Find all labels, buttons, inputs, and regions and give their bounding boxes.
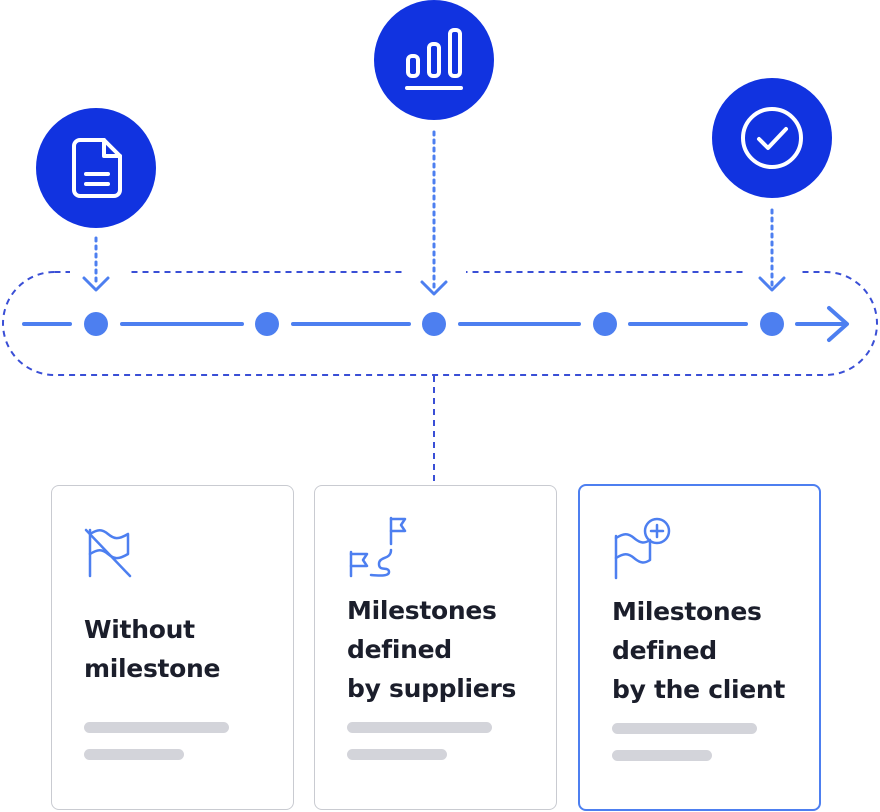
option-card-defined-by-client[interactable]: Milestones defined by the client — [578, 484, 821, 811]
card-title: Milestones defined by suppliers — [347, 596, 517, 703]
timeline-dot — [422, 312, 446, 336]
text-placeholder-bar — [347, 749, 447, 760]
card-title: Milestones defined by the client — [612, 597, 786, 704]
text-placeholder-bar — [84, 722, 229, 733]
option-card-without-milestone[interactable]: Without milestone — [51, 485, 294, 810]
timeline-dot — [593, 312, 617, 336]
text-placeholder-bar — [612, 750, 712, 761]
checkmark-icon — [712, 78, 832, 198]
timeline-dot — [760, 312, 784, 336]
timeline-dot — [255, 312, 279, 336]
timeline-dot — [84, 312, 108, 336]
text-placeholder-bar — [84, 749, 184, 760]
bar-chart-icon — [374, 0, 494, 120]
flag-add-icon — [614, 517, 671, 580]
option-card-defined-by-suppliers[interactable]: Milestones defined by suppliers — [314, 485, 557, 810]
text-placeholder-bar — [612, 723, 757, 734]
flag-off-icon — [84, 528, 132, 578]
flag-route-icon — [349, 516, 407, 578]
milestone-connectors — [82, 130, 786, 296]
card-title: Without milestone — [84, 615, 221, 683]
text-placeholder-bar — [347, 722, 492, 733]
arrow-right-icon — [827, 306, 849, 342]
document-icon — [36, 108, 156, 228]
